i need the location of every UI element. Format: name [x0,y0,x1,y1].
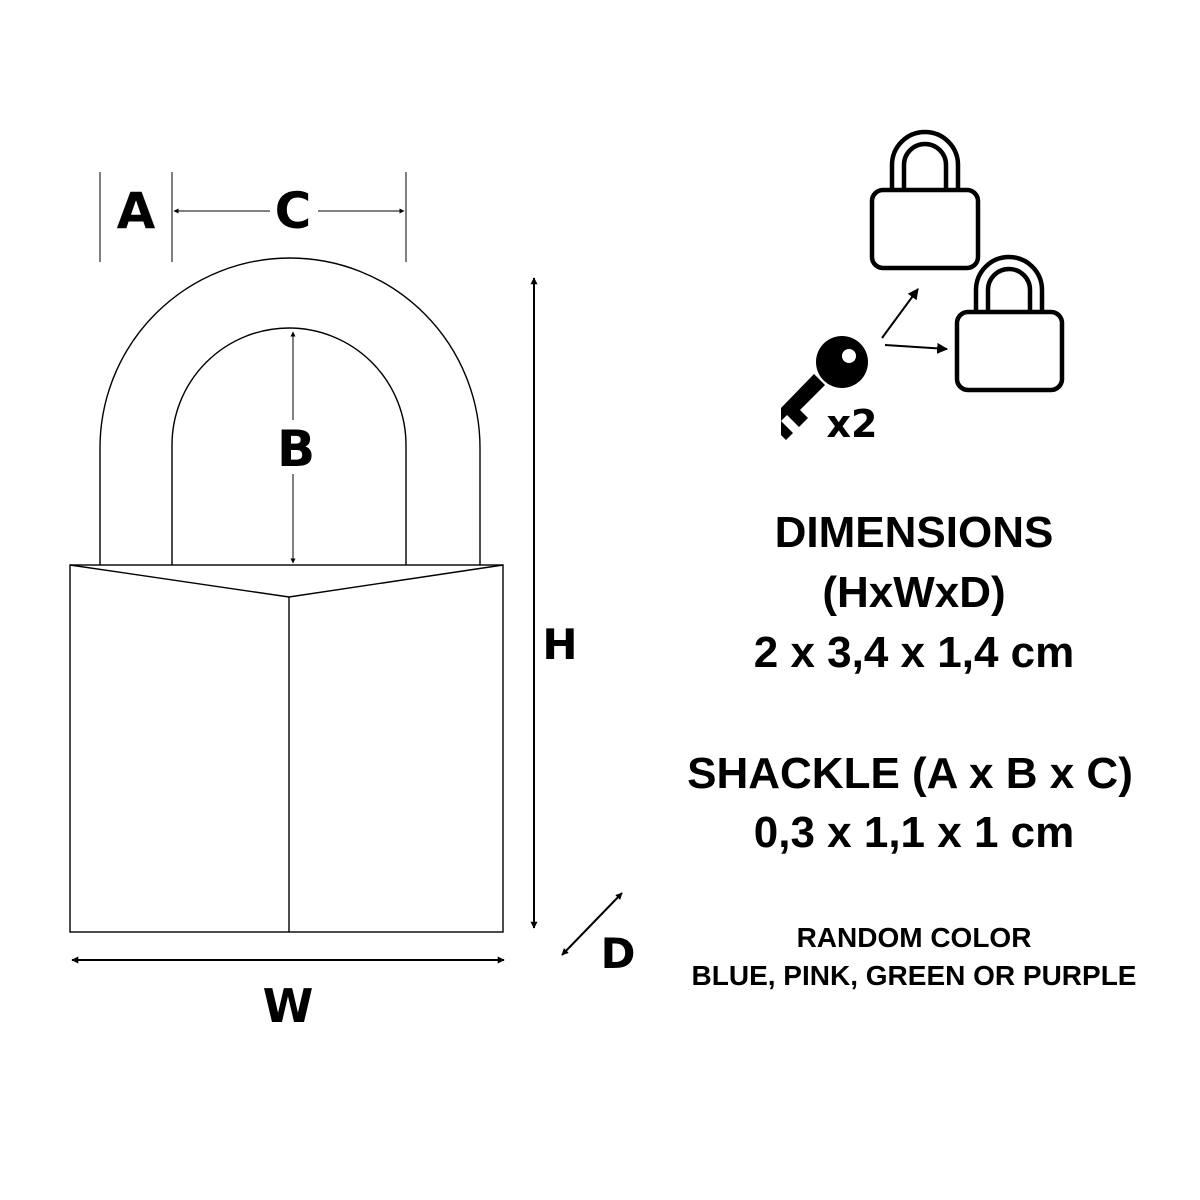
arrow-icon [881,288,949,354]
label-b: B [277,420,315,478]
dimension-lines [71,172,623,964]
padlock-icon-top-shackle-inner [901,141,949,190]
label-c: C [275,182,312,240]
arrow-to-top-lock [881,288,919,339]
shackle-inner [171,327,407,565]
arrow-to-bottom-lock [884,342,949,354]
key-icon-blade [781,374,825,440]
label-a: A [117,182,156,240]
padlock-icon-top-shackle [889,129,961,190]
dimensions-title: DIMENSIONS [774,508,1054,557]
lock-body [69,564,504,933]
shackle-outer [99,257,481,565]
dimensions-value: 2 x 3,4 x 1,4 cm [753,628,1075,677]
dimension-d-line [561,892,623,956]
shackle-title: SHACKLE (A x B x C) [687,749,1133,798]
padlock-icon-bottom-shackle [973,254,1045,312]
label-d: D [601,929,636,978]
key-icon [781,336,868,440]
padlock-outline-icon [69,257,504,933]
color-note-line1: RANDOM COLOR [796,922,1032,953]
padlock-icon-top-body [869,187,981,271]
padlock-icon-top [869,129,981,271]
lock-body-top-edge [69,564,504,598]
padlock-icon-bottom-body [954,309,1065,393]
label-w: W [263,979,314,1033]
dimensions-format: (HxWxD) [822,568,1006,617]
padlock-icon-bottom [954,254,1065,393]
key-icon-hole [842,349,856,363]
padlock-icon-bottom-shackle-inner [985,266,1033,312]
shackle-value: 0,3 x 1,1 x 1 cm [753,808,1075,857]
key-count: x2 [827,402,878,446]
label-h: H [542,620,577,669]
color-note-line2: BLUE, PINK, GREEN OR PURPLE [691,960,1137,991]
key-icon-bow [816,336,868,388]
